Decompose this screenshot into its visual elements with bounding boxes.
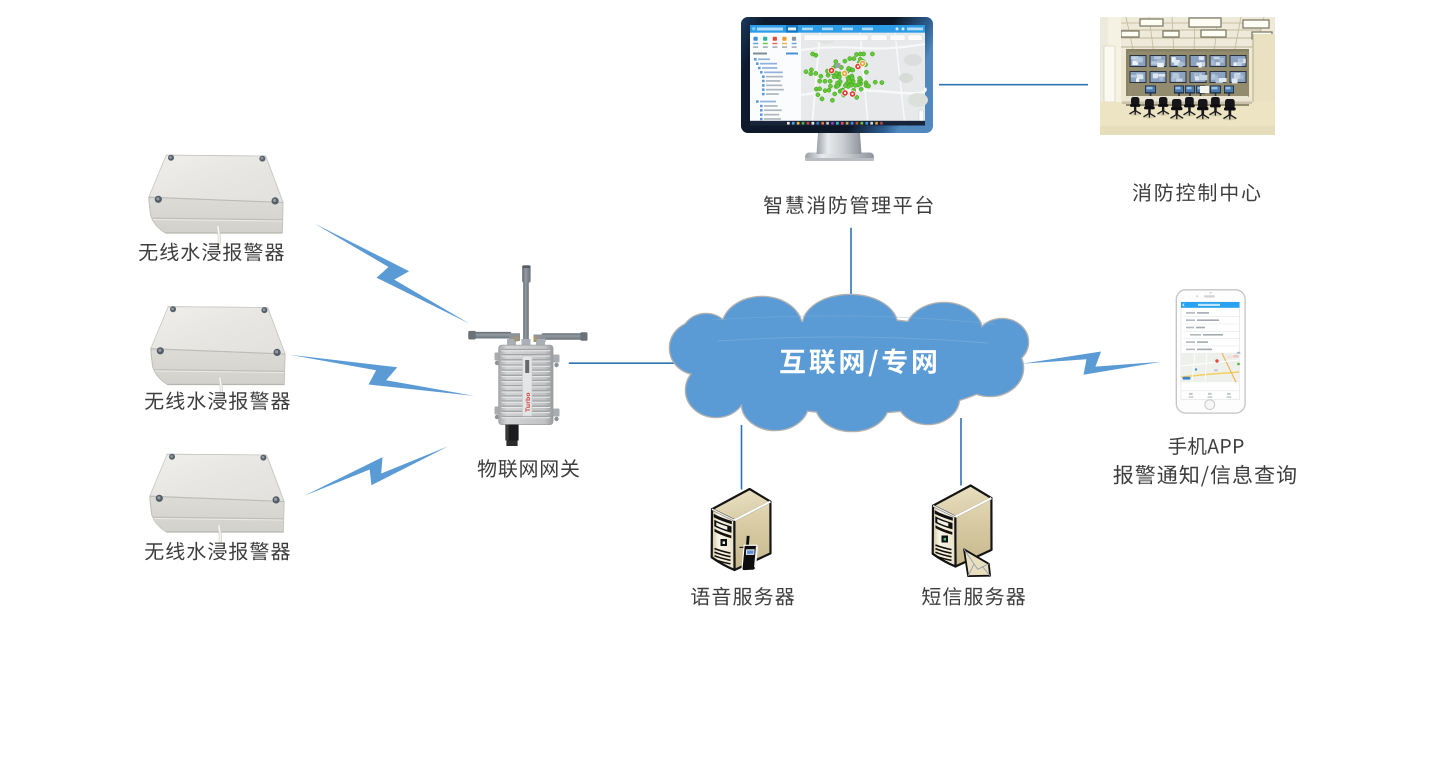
svg-text:Turbo: Turbo [525, 392, 532, 412]
